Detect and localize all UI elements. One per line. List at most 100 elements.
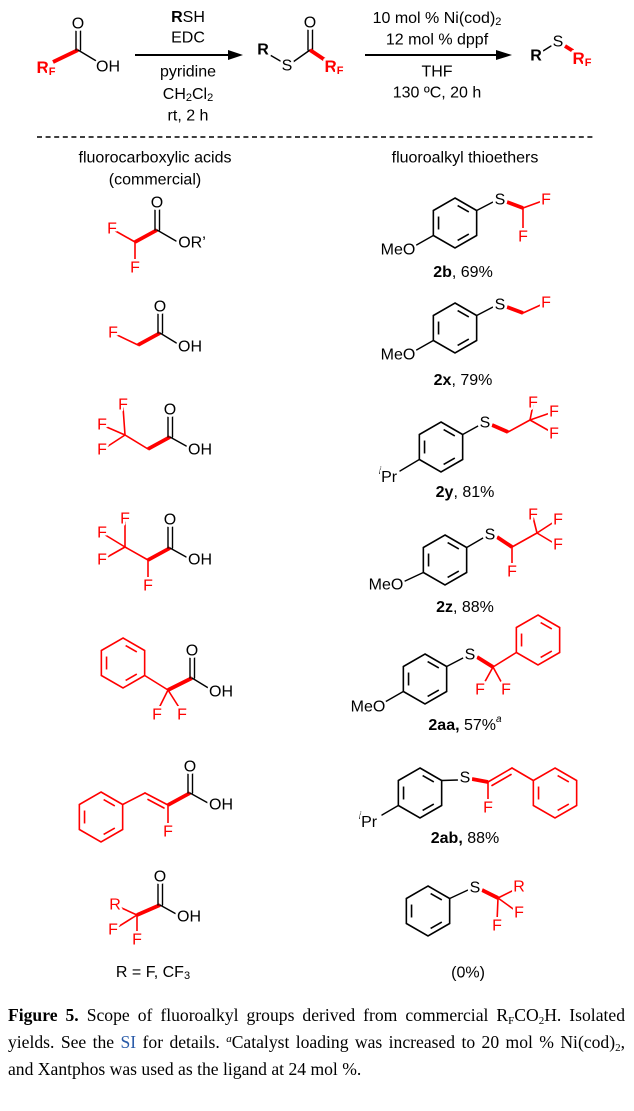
double-bond (427, 689, 440, 698)
rf-label: RF (36, 58, 55, 79)
benzene-ring (432, 302, 478, 354)
caption-text: H. Isolated yields. See the (8, 1005, 625, 1052)
benzene-ring (402, 653, 448, 705)
double-bond (457, 204, 470, 213)
solvent-ch2cl2: CH2Cl2 (163, 86, 213, 105)
caption-text: for details. (136, 1032, 227, 1052)
double-bond (103, 798, 116, 807)
atom-s: S (495, 297, 506, 314)
compound-label: 2ab, 88% (431, 830, 499, 847)
atom-o: O (154, 299, 166, 316)
atom-f: F (541, 295, 551, 312)
atom-f: F (514, 905, 524, 922)
atom-meo: MeO (369, 577, 404, 594)
atom-f: F (97, 525, 107, 542)
atom-o: O (72, 16, 84, 33)
atom-f: F (130, 260, 140, 277)
atom-f: F (553, 512, 563, 529)
benzene-ring (422, 534, 468, 586)
product-2y: S F F F iPr 2y, 81% (376, 392, 561, 501)
atom-f: F (97, 442, 107, 459)
double-bond (430, 892, 443, 901)
subscript: 2 (538, 1015, 545, 1027)
acid-difluorophenylacetic: F F O OH (100, 637, 236, 726)
acid-tetrafluoropropanoic: F F F F O OH (95, 508, 215, 597)
atom-f: F (152, 707, 162, 724)
benzene-ring (100, 637, 146, 689)
step2-arrow: 10 mol % Ni(cod)2 12 mol % dppf THF 130 … (365, 10, 512, 102)
atom-o: O (151, 195, 163, 212)
atom-o: O (186, 643, 198, 660)
benzene-ring (418, 421, 464, 473)
subscript: F (508, 1015, 515, 1027)
step1-arrow: RSH EDC pyridine CH2Cl2 rt, 2 h (135, 9, 243, 125)
reagent-pyridine: pyridine (160, 64, 216, 81)
reagent-rsh: RSH (171, 9, 205, 26)
atom-f: F (132, 932, 142, 949)
rf-label: RF (572, 49, 591, 70)
benzene-ring (532, 767, 578, 819)
atom-f: F (492, 918, 502, 935)
atom-oh: OH (178, 339, 202, 356)
double-bond (430, 921, 443, 930)
product-failed: S R F F (0%) (405, 876, 527, 982)
atom-oh: OH (188, 442, 212, 459)
acid-fluoroacetic: F O OH (106, 296, 205, 358)
atom-s: S (480, 415, 491, 432)
product-2ab: S F iPr 2ab, 88% (356, 767, 578, 847)
atom-f: F (549, 426, 559, 443)
si-link[interactable]: SI (120, 1032, 137, 1052)
acid-perfluoro-generic: R F F O OH (106, 866, 204, 951)
double-bond (457, 309, 470, 318)
compound-label: 2y, 81% (436, 484, 495, 501)
benzene-ring (78, 791, 124, 843)
double-bond (443, 428, 456, 437)
atom-f: F (483, 800, 493, 817)
acid-difluoroacetate: F F O OR’ (105, 192, 209, 279)
compound-label: 2b, 69% (433, 264, 493, 281)
atom-f: F (177, 707, 187, 724)
double-bond (427, 660, 440, 669)
atom-o: O (154, 869, 166, 886)
double-bond (125, 644, 138, 653)
figure-caption: Figure 5. Scope of fluoroalkyl groups de… (8, 1002, 625, 1083)
atom-f: F (528, 395, 538, 412)
double-bond (125, 673, 138, 682)
starting-acid: O OH RF (34, 13, 123, 81)
atom-f: F (97, 417, 107, 434)
footnote-mark: a (226, 1033, 232, 1045)
atom-meo: MeO (381, 242, 416, 259)
catalyst-loading: 10 mol % Ni(cod)2 (373, 10, 502, 29)
double-bond (422, 803, 435, 812)
atom-or: OR’ (178, 235, 206, 252)
product-2aa: S F F MeO 2aa, 57%a (348, 614, 561, 734)
atom-o: O (164, 402, 176, 419)
atom-s: S (460, 770, 471, 787)
compound-label: 2aa, 57%a (428, 714, 502, 734)
double-bond (457, 233, 470, 242)
caption-text: Catalyst loading was increased to 20 mol… (231, 1032, 616, 1052)
atom-r: R (109, 897, 121, 914)
benzene-ring (515, 614, 561, 666)
atom-f: F (118, 397, 128, 414)
product-2b: S F F MeO 2b, 69% (378, 189, 553, 281)
atom-o: O (304, 15, 316, 32)
reagent-edc: EDC (171, 30, 205, 47)
atom-f: F (528, 507, 538, 524)
atom-o: O (164, 512, 176, 529)
atom-ipr: iPr (379, 466, 398, 486)
double-bond (557, 803, 570, 812)
thioether-product-general: R S RF (528, 31, 595, 72)
subscript: 2 (615, 1042, 621, 1054)
solvent-thf: THF (421, 64, 452, 81)
double-bond (557, 774, 570, 783)
compound-label: 2z, 88% (436, 599, 494, 616)
double-bond (447, 541, 460, 550)
atom-f: F (120, 511, 130, 528)
step2-conditions: 130 ºC, 20 h (393, 85, 482, 102)
atom-f: F (107, 221, 117, 238)
atom-s: S (470, 880, 481, 897)
yield-label: (0%) (451, 965, 485, 982)
left-column-title: fluorocarboxylic acids (79, 150, 232, 167)
atom-oh: OH (209, 797, 233, 814)
